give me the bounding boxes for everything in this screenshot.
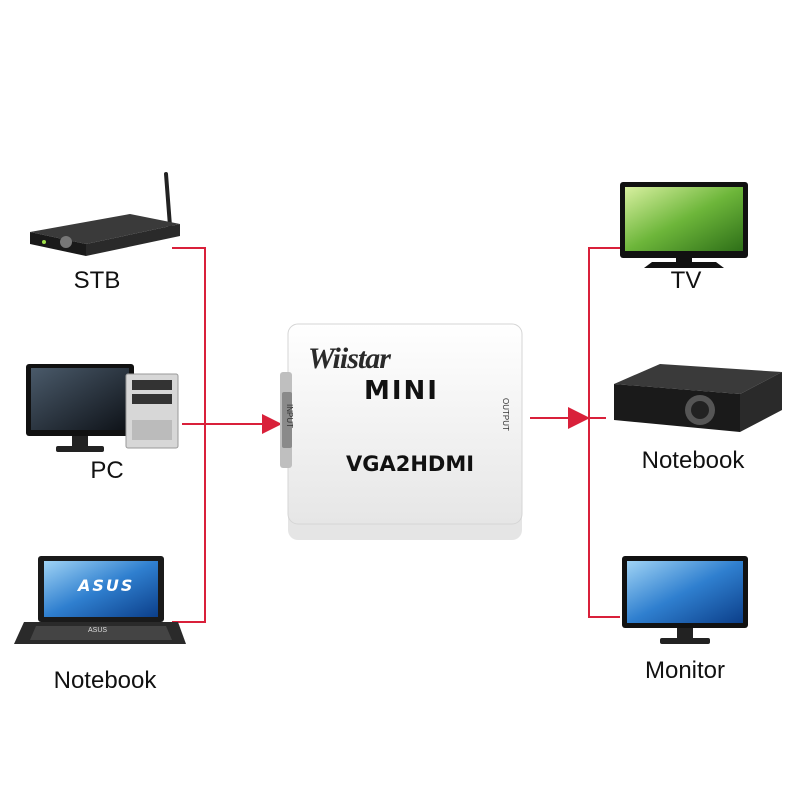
model-line-label: MINI [364,376,439,406]
monitor-label: Monitor [644,657,726,684]
set-top-box-icon [30,172,180,256]
output-arrow [568,407,590,429]
input-connector [172,247,262,623]
brand-logo: Wiistar [308,342,391,375]
pc-label: PC [90,457,124,484]
tv-label: TV [670,267,702,294]
output-connector [530,247,620,618]
input-port-label: INPUT [285,404,294,428]
desktop-pc-icon [26,364,179,452]
input-arrow [262,414,282,434]
stb-label: STB [73,267,121,294]
laptop-icon [14,556,186,644]
vga2hdmi-converter [280,323,523,540]
laptop-screen-logo: ASUS [78,576,135,595]
monitor-icon [622,556,748,644]
projector-icon [614,364,782,432]
projector-label: Notebook [641,447,745,474]
notebook-input-label: Notebook [53,667,157,694]
laptop-body-logo: ASUS [88,627,108,634]
output-port-label: OUTPUT [501,398,510,431]
device-name-label: VGA2HDMI [346,452,475,476]
tv-icon [620,182,748,268]
